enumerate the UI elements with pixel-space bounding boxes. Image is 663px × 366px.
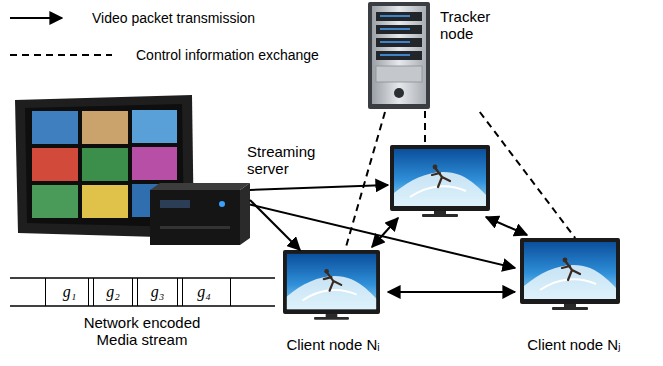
node-label: Client node Nᵢ	[278, 336, 388, 353]
node-label: Network encoded Media stream	[72, 314, 212, 348]
streaming-server: Streaming server	[15, 95, 250, 245]
video-link	[388, 291, 515, 293]
video-link	[250, 205, 515, 269]
packet-label: g₃	[133, 278, 182, 306]
control-link	[345, 112, 385, 250]
node-label: Client node Nⱼ	[515, 336, 633, 353]
legend-text: Control information exchange	[136, 47, 319, 63]
video-link	[250, 200, 300, 250]
packet-label: g₄	[178, 278, 230, 306]
packet-cell: g₃	[132, 278, 183, 306]
node-label: Tracker node	[440, 8, 500, 42]
client-node: Client node Nᵢ	[278, 250, 388, 362]
control-link	[480, 112, 575, 238]
client-node: Client node Nⱼ	[515, 238, 633, 362]
media-stream-band: Network encoded Media stream g₁g₂g₃g₄	[10, 278, 275, 360]
node-label: Streaming server	[247, 143, 321, 177]
tracker-node: Tracker node	[365, 2, 500, 112]
packet-cell: g₂	[88, 278, 138, 306]
packet-label: g₂	[89, 278, 137, 306]
packet-label: g₁	[46, 278, 93, 306]
packet-cell: g₁	[45, 278, 94, 306]
packet-cell: g₄	[177, 278, 231, 306]
legend-text: Video packet transmission	[92, 10, 255, 26]
